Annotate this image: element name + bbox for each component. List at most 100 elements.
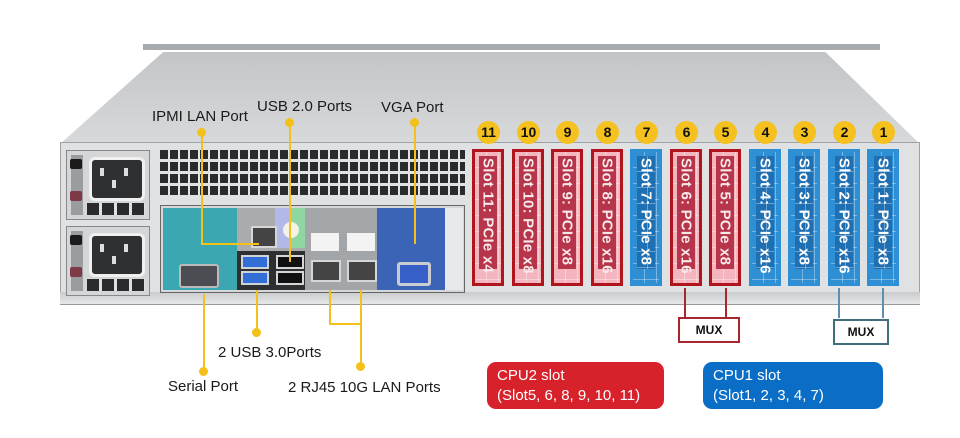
io-panel xyxy=(160,205,465,293)
slot-number-badge: 8 xyxy=(596,121,619,144)
slot-bracket xyxy=(716,156,734,269)
slot-bracket xyxy=(756,156,774,269)
chassis-bottom-rail xyxy=(60,292,920,305)
slot-number-badge: 5 xyxy=(714,121,737,144)
legend-cpu2: CPU2 slot (Slot5, 6, 8, 9, 10, 11) xyxy=(487,362,664,409)
usb-port-icon xyxy=(241,255,269,269)
pcie-slot-4: Slot 4: PCIe x16 xyxy=(749,149,781,286)
label-usb2: USB 2.0 Ports xyxy=(257,98,353,115)
pcie-slot-10: Slot 10: PCIe x8 xyxy=(512,149,544,286)
slot-label: Slot 7: PCIe x8 xyxy=(637,158,655,266)
slot-number-badge: 6 xyxy=(675,121,698,144)
slot-label: Slot 5: PCIe x8 xyxy=(716,158,734,266)
power-supply-2 xyxy=(66,226,150,296)
slot-bracket xyxy=(677,156,695,269)
ethernet-port-icon xyxy=(251,226,277,248)
ps2-port-icon xyxy=(283,222,299,238)
slot-number-badge: 10 xyxy=(517,121,540,144)
pcie-slot-2: Slot 2: PCIe x16 xyxy=(828,149,860,286)
slot-bracket xyxy=(598,156,616,269)
slot-bracket xyxy=(479,156,497,269)
callout-line-ipmi xyxy=(201,243,259,245)
slot-bracket xyxy=(519,156,537,269)
ethernet-port-icon xyxy=(347,260,377,282)
pcie-slot-3: Slot 3: PCIe x8 xyxy=(788,149,820,286)
usb-port-icon xyxy=(241,271,269,285)
slot-number-badge: 2 xyxy=(833,121,856,144)
port-cover xyxy=(311,233,339,251)
slot-label: Slot 3: PCIe x8 xyxy=(795,158,813,266)
slot-number-badge: 7 xyxy=(635,121,658,144)
callout-dot-rj45 xyxy=(356,362,365,371)
callout-line-rj45 xyxy=(329,323,362,325)
pcie-slot-9: Slot 9: PCIe x8 xyxy=(551,149,583,286)
slot-bracket xyxy=(558,156,576,269)
slot-label: Slot 9: PCIe x8 xyxy=(558,158,576,266)
slot-label: Slot 11: PCIe x4 xyxy=(479,158,497,273)
psu-fan-grille xyxy=(87,203,145,215)
power-socket-icon xyxy=(89,157,145,201)
callout-line-serial xyxy=(203,294,205,370)
slot-bracket xyxy=(795,156,813,269)
callout-dot-vga xyxy=(410,118,419,127)
chassis-top-rim xyxy=(143,44,880,50)
port-cover xyxy=(347,233,375,251)
legend-cpu1-slots: (Slot1, 2, 3, 4, 7) xyxy=(713,387,824,404)
legend-cpu2-slots: (Slot5, 6, 8, 9, 10, 11) xyxy=(497,387,641,404)
slot-bracket xyxy=(835,156,853,269)
slot-number-badge: 3 xyxy=(793,121,816,144)
slot-label: Slot 1: PCIe x8 xyxy=(874,158,892,266)
psu-latch xyxy=(70,191,82,201)
mux-line-slot6 xyxy=(684,288,686,318)
psu-latch xyxy=(70,267,82,277)
legend-cpu1-title: CPU1 slot xyxy=(713,367,781,384)
slot-bracket xyxy=(874,156,892,269)
callout-line-rj45 xyxy=(329,290,331,324)
slot-label: Slot 4: PCIe x16 xyxy=(756,158,774,274)
callout-line-vga xyxy=(414,122,416,244)
ethernet-port-icon xyxy=(311,260,341,282)
legend-cpu2-title: CPU2 slot xyxy=(497,367,565,384)
slot-number-badge: 1 xyxy=(872,121,895,144)
db9-port-icon xyxy=(179,264,219,288)
slot-label: Slot 2: PCIe x16 xyxy=(835,158,853,274)
power-supply-1 xyxy=(66,150,150,220)
slot-label: Slot 8: PCIe x16 xyxy=(598,158,616,274)
mux-cpu1-box: MUX xyxy=(833,319,889,345)
pcie-slot-7: Slot 7: PCIe x8 xyxy=(630,149,662,286)
label-ipmi-lan: IPMI LAN Port xyxy=(152,108,248,125)
label-usb3: 2 USB 3.0Ports xyxy=(218,344,322,361)
vga-port-icon xyxy=(397,262,431,286)
slot-number-badge: 11 xyxy=(477,121,500,144)
callout-line-rj45 xyxy=(360,290,362,366)
psu-switch xyxy=(70,235,82,245)
slot-label: Slot 6: PCIe x16 xyxy=(677,158,695,274)
io-panel-end xyxy=(445,208,463,290)
pcie-slot-8: Slot 8: PCIe x16 xyxy=(591,149,623,286)
callout-line-usb3 xyxy=(256,290,258,332)
mux-line-slot5 xyxy=(725,288,727,318)
pcie-slot-6: Slot 6: PCIe x16 xyxy=(670,149,702,286)
legend-cpu1: CPU1 slot (Slot1, 2, 3, 4, 7) xyxy=(703,362,883,409)
callout-dot-usb3 xyxy=(252,328,261,337)
mux-cpu2-box: MUX xyxy=(678,317,740,343)
slot-bracket xyxy=(637,156,655,269)
pcie-slot-11: Slot 11: PCIe x4 xyxy=(472,149,504,286)
power-socket-icon xyxy=(89,233,145,277)
mux-line-slot1 xyxy=(882,288,884,318)
pcie-slot-5: Slot 5: PCIe x8 xyxy=(709,149,741,286)
psu-fan-grille xyxy=(87,279,145,291)
callout-dot-serial xyxy=(199,367,208,376)
pcie-slot-1: Slot 1: PCIe x8 xyxy=(867,149,899,286)
label-vga: VGA Port xyxy=(381,99,444,116)
psu-switch xyxy=(70,159,82,169)
ventilation-grille xyxy=(160,150,465,198)
callout-line-usb2 xyxy=(289,122,291,262)
callout-dot-ipmi xyxy=(197,128,206,137)
slot-number-badge: 4 xyxy=(754,121,777,144)
callout-line-ipmi xyxy=(201,132,203,245)
slot-label: Slot 10: PCIe x8 xyxy=(519,158,537,274)
slot-number-badge: 9 xyxy=(556,121,579,144)
mux-line-slot2 xyxy=(838,288,840,318)
callout-dot-usb2 xyxy=(285,118,294,127)
